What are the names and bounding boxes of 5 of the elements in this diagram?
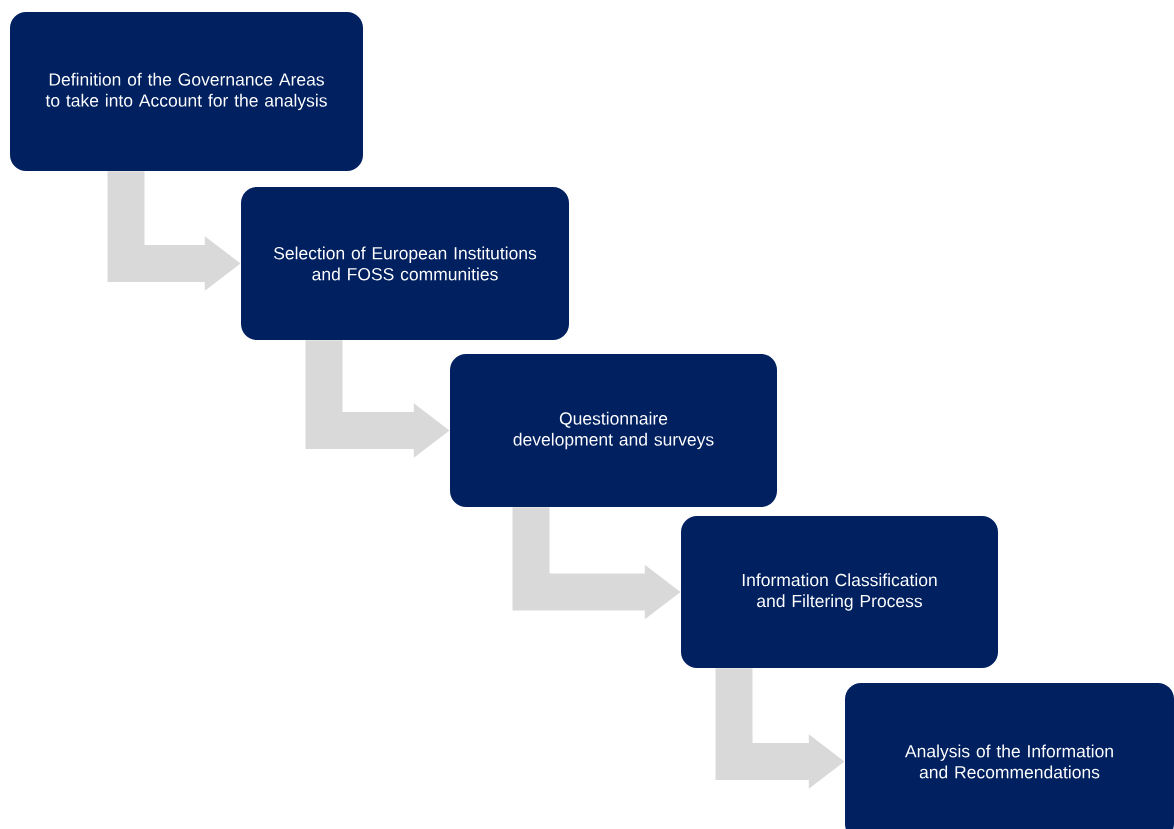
process-box: Questionnaire development and surveys bbox=[450, 354, 777, 507]
process-box: Selection of European Institutions and FOSS communities bbox=[241, 187, 569, 340]
process-box: Analysis of the Information and Recommendations bbox=[845, 683, 1174, 829]
process-box: Information Classification and Filtering Process bbox=[681, 516, 998, 668]
process-box: Definition of the Governance Areas to take into Account for the analysis bbox=[10, 12, 363, 171]
